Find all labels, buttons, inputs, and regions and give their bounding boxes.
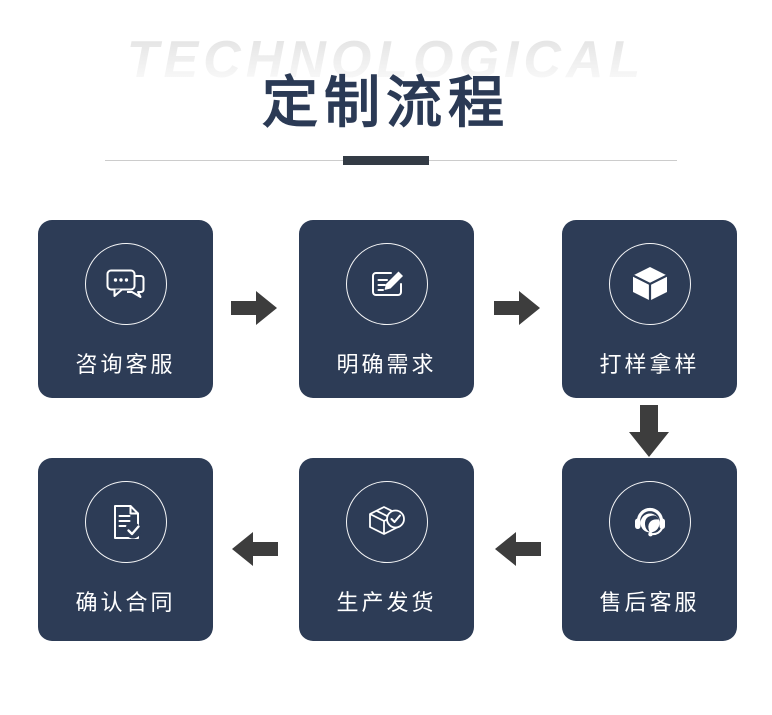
edit-form-icon [371,271,403,296]
step-consult-service: 咨询客服 [38,220,213,398]
package-check-icon [368,506,405,535]
chat-bubbles-icon [106,269,144,298]
step-production-delivery: 生产发货 [299,458,474,641]
step-label: 明确需求 [336,352,437,377]
headset-icon [634,507,665,537]
icon-circle [608,481,691,563]
step-label: 售后客服 [599,590,700,615]
watermark-text: TECHNOLOGICAL [0,34,772,86]
icon-circle [84,481,167,563]
contract-check-icon [113,505,141,539]
page-title: 定制流程 [262,71,510,134]
divider-accent-bar [343,156,429,165]
icon-circle [608,243,691,325]
arrow-left-icon [232,532,278,566]
arrow-right-icon [494,291,540,325]
step-label: 咨询客服 [75,352,176,377]
step-clarify-requirements: 明确需求 [299,220,474,398]
cube-icon [632,267,667,301]
arrow-down-icon [629,405,669,457]
icon-circle [345,243,428,325]
step-sampling: 打样拿样 [562,220,737,398]
arrow-right-icon [231,291,277,325]
step-confirm-contract: 确认合同 [38,458,213,641]
step-label: 生产发货 [336,590,437,615]
step-after-sales-service: 售后客服 [562,458,737,641]
icon-circle [84,243,167,325]
icon-circle [345,481,428,563]
arrow-left-icon [495,532,541,566]
step-label: 确认合同 [75,590,176,615]
step-label: 打样拿样 [599,352,700,377]
